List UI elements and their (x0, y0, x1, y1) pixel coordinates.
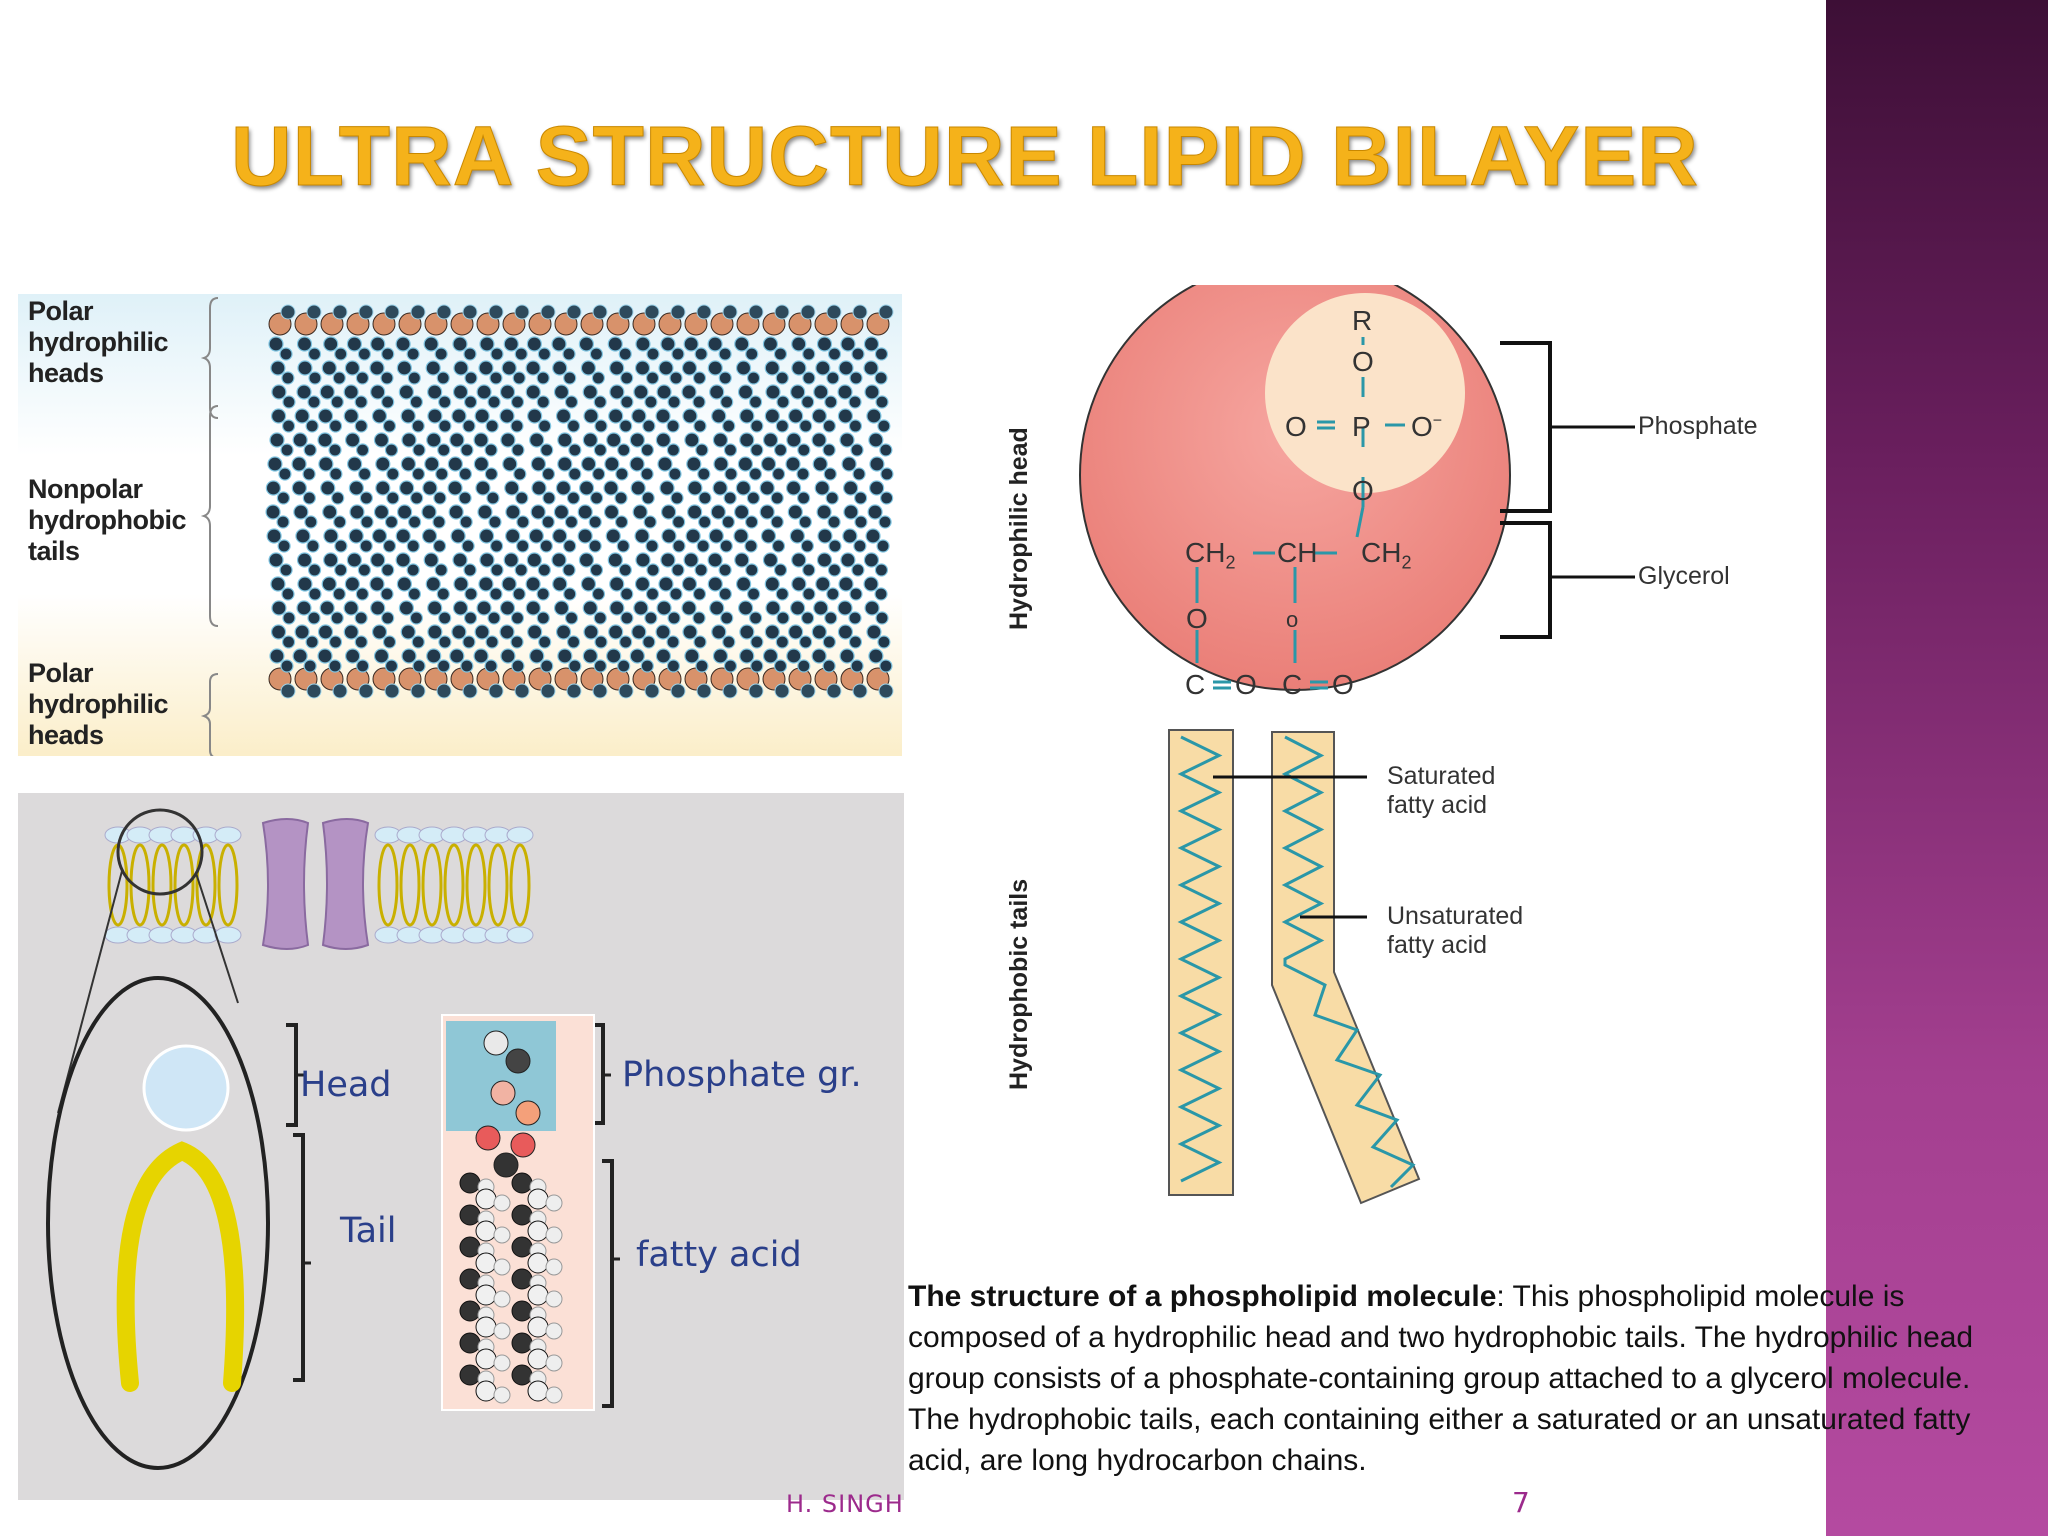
figure-caption: The structure of a phospholipid molecule… (908, 1276, 2028, 1481)
label-saturated-fatty-acid: Saturated fatty acid (1387, 762, 1496, 819)
phospholipid-figure: R O O P O− O CH2 CH CH2 O o C O C O Phos… (985, 285, 1825, 1225)
group-ch2-left: CH2 (1185, 537, 1236, 573)
group-ch2-right: CH2 (1361, 537, 1412, 573)
head-tail-illustration (46, 808, 620, 1470)
group-ch: CH (1277, 537, 1318, 568)
label-phosphate: Phosphate (1638, 412, 1758, 440)
caption-text: : This phospholipid molecule is composed… (908, 1280, 1974, 1477)
decorative-side-panel (1826, 0, 2048, 1536)
atom-p: P (1352, 411, 1371, 442)
phospholipid-illustration (1079, 285, 1635, 1205)
slide-title: ULTRA STRUCTURE LIPID BILAYER (231, 109, 1699, 204)
label-fatty-acid: fatty acid (636, 1235, 802, 1275)
label-head: Head (300, 1065, 392, 1105)
footer-author: H. SINGH (786, 1490, 904, 1518)
page-number: 7 (1512, 1486, 1530, 1519)
atom-o-minus: O− (1411, 411, 1443, 442)
atom-r: R (1352, 305, 1373, 336)
bilayer-illustration (200, 297, 894, 756)
carbonyl-left: C (1185, 669, 1206, 700)
label-hydrophilic-head: Hydrophilic head (1005, 427, 1033, 630)
label-unsaturated-fatty-acid: Unsaturated fatty acid (1387, 902, 1524, 959)
atom-o-double: O (1285, 411, 1307, 442)
label-phosphate-group: Phosphate gr. (622, 1055, 862, 1095)
carbonyl-o-right: O (1332, 669, 1354, 700)
atom-o-top: O (1352, 346, 1374, 377)
atom-o-left: O (1186, 603, 1208, 634)
label-tail: Tail (340, 1211, 397, 1251)
head-tail-figure: Head Tail Phosphate gr. fatty acid (18, 793, 904, 1500)
label-polar-heads-top: Polar hydrophilic heads (28, 296, 169, 388)
label-glycerol: Glycerol (1638, 562, 1730, 590)
carbonyl-mid: C (1282, 669, 1303, 700)
carbonyl-o-left: O (1235, 669, 1257, 700)
atom-o-middle: o (1286, 607, 1299, 632)
label-hydrophobic-tails: Hydrophobic tails (1005, 878, 1033, 1090)
label-nonpolar-tails: Nonpolar hydrophobic tails (28, 474, 187, 566)
bilayer-figure: Polar hydrophilic heads Nonpolar hydroph… (18, 294, 902, 756)
atom-o-ester: O (1352, 475, 1374, 506)
label-polar-heads-bottom: Polar hydrophilic heads (28, 658, 169, 750)
caption-title: The structure of a phospholipid molecule (908, 1280, 1497, 1313)
